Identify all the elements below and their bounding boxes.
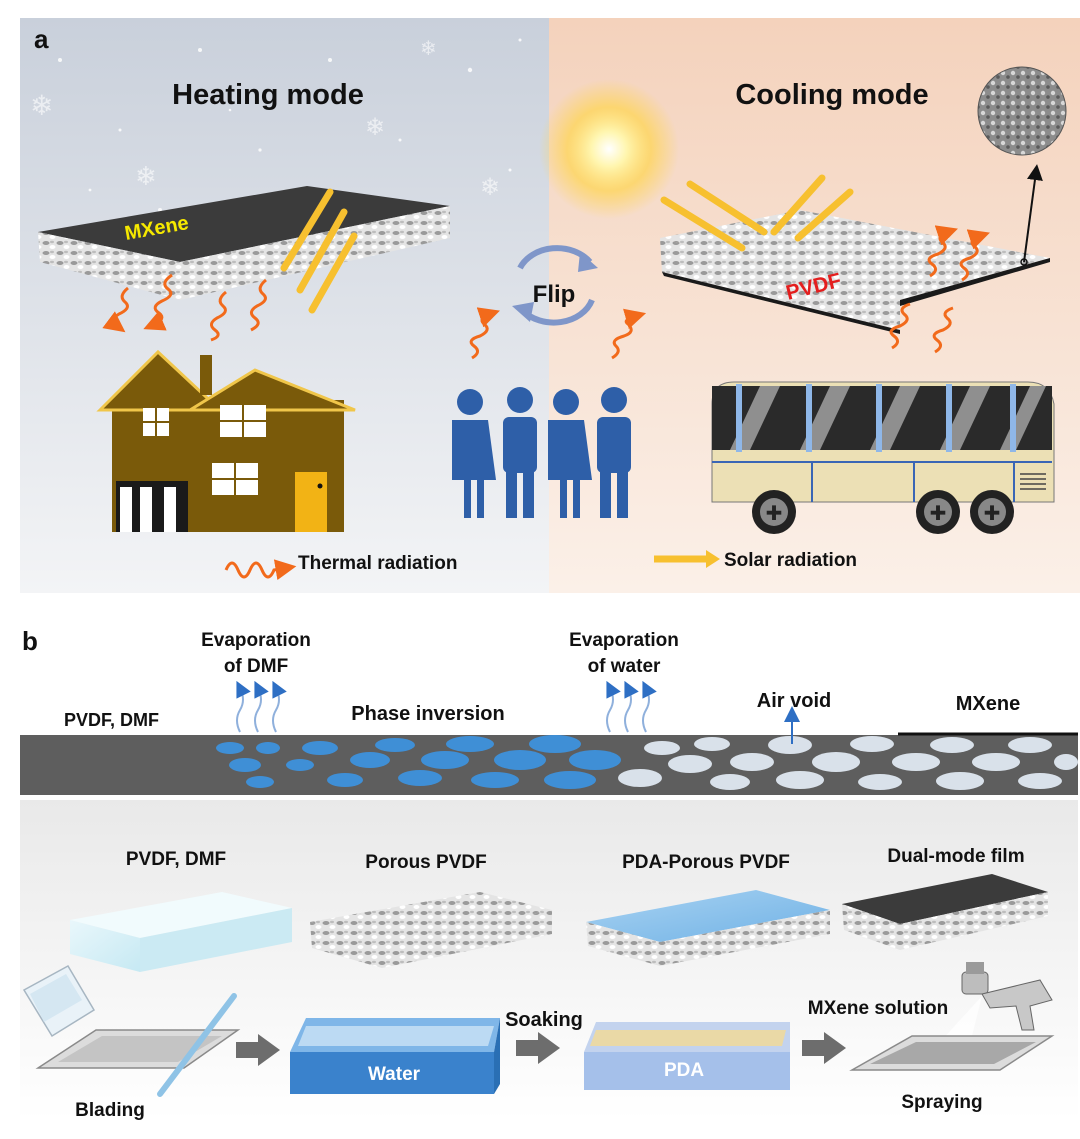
blading-tray: Blading xyxy=(35,993,241,1121)
mxene-solution-label: MXene solution xyxy=(808,998,948,1019)
pda-label: PDA xyxy=(664,1060,704,1081)
pda-bath: PDA xyxy=(584,1022,790,1090)
svg-text:❄: ❄ xyxy=(135,161,157,191)
legend-solar-text: Solar radiation xyxy=(724,550,857,571)
soaking-label: Soaking xyxy=(505,1009,583,1031)
beaker-icon xyxy=(22,964,96,1038)
svg-text:❄: ❄ xyxy=(30,90,53,121)
svg-text:✚: ✚ xyxy=(766,503,783,525)
svg-text:✚: ✚ xyxy=(930,503,947,525)
evaporation-arrows-water xyxy=(606,680,657,733)
evap-dmf-line2: of DMF xyxy=(224,656,288,677)
strip-pvdf-dmf: PVDF, DMF xyxy=(64,710,159,730)
sun-icon xyxy=(539,79,679,219)
bus-icon: ✚ ✚ ✚ xyxy=(711,381,1055,534)
svg-text:❄: ❄ xyxy=(365,114,385,141)
bus-wheel: ✚ xyxy=(916,490,960,534)
air-voids xyxy=(618,736,1078,790)
panel-b-process: PVDF, DMF Porous PVDF PDA-Porous PVDF Du… xyxy=(20,800,1078,1121)
dmf-droplets xyxy=(216,735,621,789)
svg-text:❄: ❄ xyxy=(480,174,500,201)
evaporation-arrows-dmf xyxy=(236,680,287,733)
step-porous-pvdf-title: Porous PVDF xyxy=(365,852,486,873)
solar-arrows-heating xyxy=(280,188,358,314)
phase-inversion-label: Phase inversion xyxy=(351,703,504,725)
strip-mxene-label: MXene xyxy=(956,693,1020,715)
legend-thermal: Thermal radiation xyxy=(224,553,457,581)
step-pda-porous-pvdf-title: PDA-Porous PVDF xyxy=(622,852,790,873)
heating-film: MXene xyxy=(38,186,450,300)
cooling-mode-title: Cooling mode xyxy=(735,79,928,111)
solar-arrows-cooling xyxy=(660,174,854,252)
porous-pvdf-slab xyxy=(310,892,552,968)
blade-rod xyxy=(157,993,237,1097)
svg-text:❄: ❄ xyxy=(420,38,437,60)
thermal-waves-heating xyxy=(102,273,267,342)
evap-water-line2: of water xyxy=(588,656,661,677)
step-pvdf-dmf-title: PVDF, DMF xyxy=(126,849,226,870)
process-arrow-icon xyxy=(236,1032,846,1066)
thermal-waves-people xyxy=(469,307,647,360)
air-void-label: Air void xyxy=(757,690,831,712)
thermal-waves-cooling xyxy=(889,225,990,354)
water-label: Water xyxy=(368,1064,421,1085)
spraying-tray: Spraying xyxy=(849,1035,1055,1113)
dual-mode-film-slab xyxy=(842,874,1048,950)
bus-wheel: ✚ xyxy=(752,490,796,534)
evap-water-line1: Evaporation xyxy=(569,630,679,651)
panel-b-strip: b Evaporation of DMF Evaporation of wate… xyxy=(20,626,1078,795)
step-dual-mode-film-title: Dual-mode film xyxy=(887,846,1024,867)
water-bath: Water xyxy=(290,1018,500,1094)
spray-gun-icon xyxy=(940,962,1053,1044)
thermal-wave-icon xyxy=(224,559,297,581)
blading-label: Blading xyxy=(75,1100,145,1121)
flip-arrow-icon: Flip xyxy=(512,245,598,326)
legend-solar: Solar radiation xyxy=(654,550,857,571)
panel-b-label: b xyxy=(22,626,38,656)
people-icon xyxy=(452,387,631,518)
pda-porous-pvdf-slab xyxy=(586,890,830,966)
flip-label: Flip xyxy=(533,281,576,308)
heating-mode-title: Heating mode xyxy=(172,79,364,111)
spraying-label: Spraying xyxy=(901,1092,982,1113)
legend-thermal-text: Thermal radiation xyxy=(298,553,457,574)
evap-dmf-line1: Evaporation xyxy=(201,630,311,651)
sem-inset xyxy=(977,66,1067,266)
bus-wheel: ✚ xyxy=(970,490,1014,534)
panel-a-label: a xyxy=(34,24,49,54)
house-icon xyxy=(96,349,356,532)
svg-text:✚: ✚ xyxy=(984,503,1001,525)
cooling-film: PVDF xyxy=(660,210,1050,334)
panel-a: ❄ ❄ ❄ ❄ ❄ a Heating mode Cooling mode MX… xyxy=(20,18,1080,593)
solution-block xyxy=(70,892,292,972)
